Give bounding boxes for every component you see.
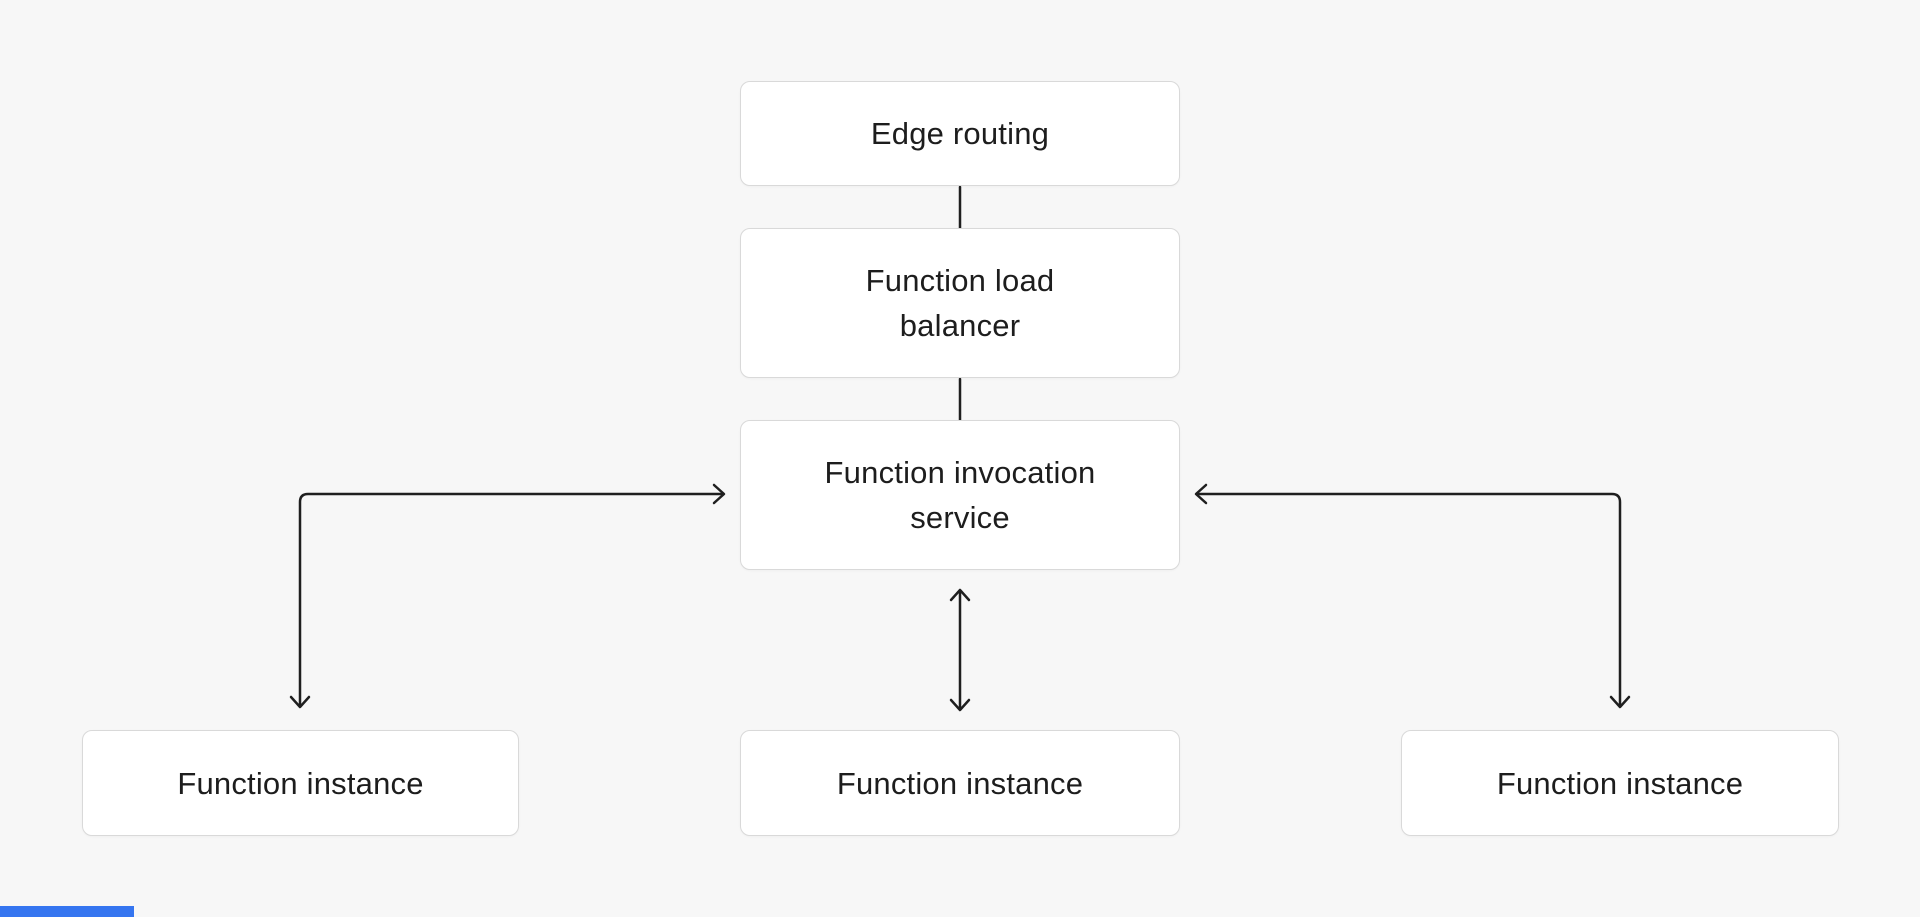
connector-invocation-service-to-right-instance (1194, 483, 1631, 709)
node-function-load-balancer-label: Function load balancer (865, 263, 1055, 343)
node-function-instance-right-label: Function instance (1496, 765, 1744, 801)
node-function-instance-right[interactable]: Function instance (1401, 730, 1839, 836)
node-edge-routing[interactable]: Edge routing (740, 81, 1180, 186)
node-function-invocation-service-label: Function invocation service (824, 455, 1096, 535)
node-function-load-balancer[interactable]: Function load balancer (740, 228, 1180, 378)
node-function-instance-left[interactable]: Function instance (82, 730, 519, 836)
node-edge-routing-label: Edge routing (870, 116, 1050, 151)
connector-invocation-service-to-center-instance (949, 588, 971, 712)
node-function-instance-left-label: Function instance (177, 765, 424, 801)
connector-invocation-service-to-left-instance (289, 483, 726, 709)
node-function-instance-center-label: Function instance (836, 765, 1084, 801)
horizontal-scrollbar-thumb[interactable] (0, 906, 134, 917)
node-function-invocation-service[interactable]: Function invocation service (740, 420, 1180, 570)
node-function-instance-center[interactable]: Function instance (740, 730, 1180, 836)
